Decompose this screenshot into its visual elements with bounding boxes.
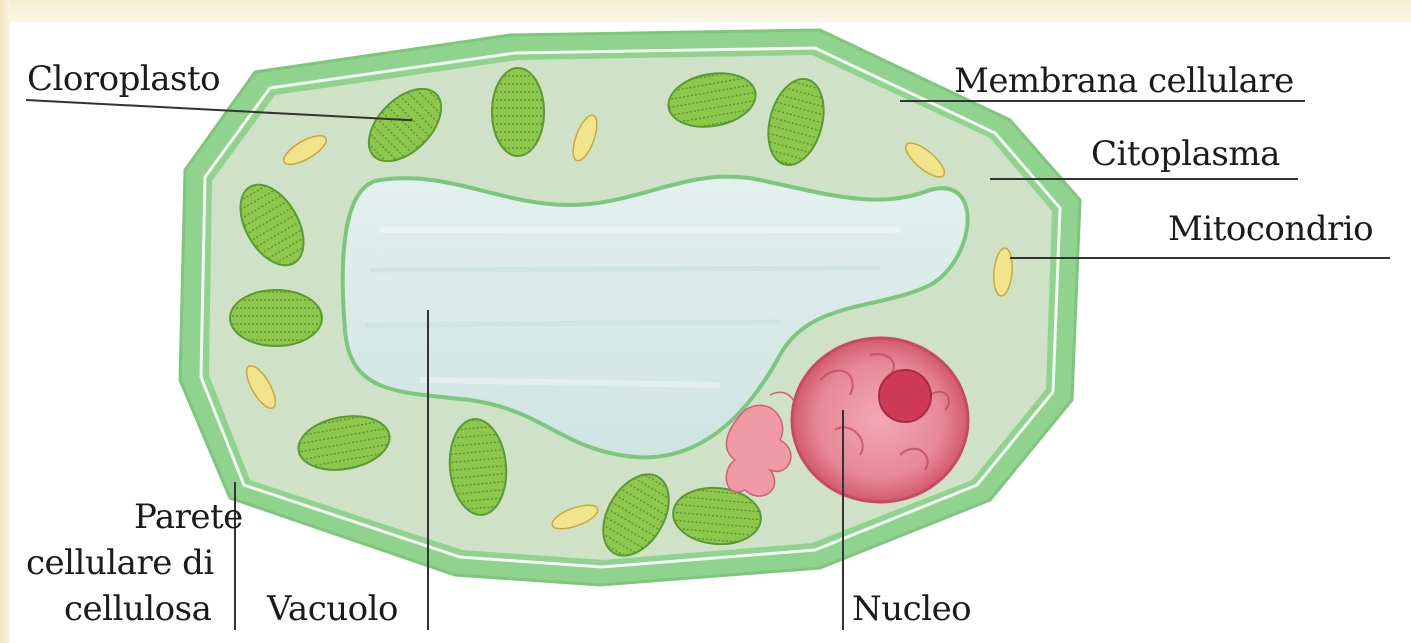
nucleus-group [792, 338, 968, 502]
nucleolus [879, 370, 931, 422]
label-cell-wall-line2: cellulare di [26, 546, 214, 580]
label-nucleus: Nucleo [852, 592, 971, 626]
cytoplasm-label-line [990, 178, 1298, 180]
chloroplast [492, 68, 544, 156]
label-cell-wall-line1: Parete [134, 500, 243, 534]
nucleus-label-line [842, 410, 844, 630]
label-mitochondrion: Mitocondrio [1168, 212, 1373, 246]
chloroplast [230, 290, 322, 346]
vacuole-label-line [427, 310, 429, 630]
label-cell-membrane: Membrana cellulare [954, 64, 1294, 98]
nucleus [792, 338, 968, 502]
label-vacuole: Vacuolo [267, 592, 398, 626]
label-chloroplast: Cloroplasto [27, 62, 220, 96]
label-cytoplasm: Citoplasma [1091, 137, 1280, 171]
label-cell-wall-line3: cellulosa [64, 592, 211, 626]
mitochondrion-label-line [1010, 257, 1390, 259]
